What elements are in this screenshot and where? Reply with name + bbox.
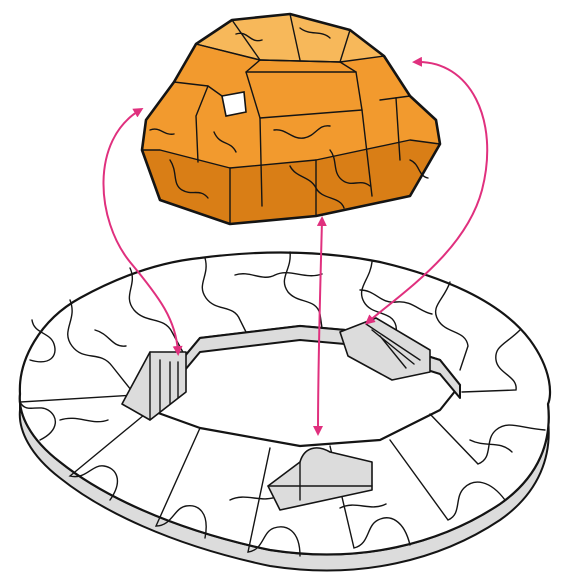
dome-window-left	[222, 92, 246, 116]
orange-dome-assembly	[142, 14, 440, 224]
white-ring-base	[20, 252, 550, 570]
